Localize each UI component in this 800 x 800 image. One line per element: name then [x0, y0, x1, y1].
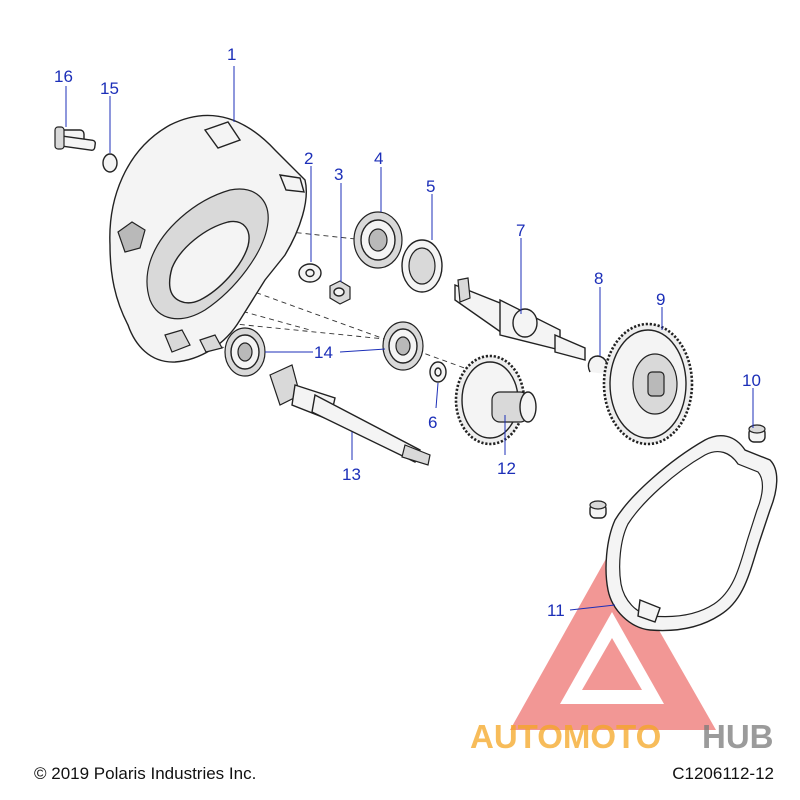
- callout-8: 8: [594, 269, 603, 288]
- leader-lines: [65, 66, 754, 611]
- callout-14: 14: [314, 343, 333, 362]
- callout-7: 7: [516, 221, 525, 240]
- callout-9: 9: [656, 290, 665, 309]
- watermark-text-hub: HUB: [702, 718, 774, 755]
- watermark-triangle-core: [582, 638, 642, 690]
- callout-16: 16: [54, 67, 73, 86]
- callout-10: 10: [742, 371, 761, 390]
- thrust-washer-part: [429, 361, 447, 383]
- callout-4: 4: [374, 149, 383, 168]
- nut-part: [329, 280, 351, 305]
- callout-6: 6: [428, 413, 437, 432]
- callout-5: 5: [426, 177, 435, 196]
- bolt-part: [54, 126, 96, 151]
- copyright-text: © 2019 Polaris Industries Inc.: [34, 764, 257, 783]
- input-shaft-part: [454, 277, 586, 361]
- dowel-lower-part: [589, 500, 607, 519]
- housing-part: [109, 114, 307, 363]
- output-shaft-part: [269, 364, 431, 466]
- watermark-logo: [510, 548, 716, 730]
- callout-13: 13: [342, 465, 361, 484]
- callout-2: 2: [304, 149, 313, 168]
- large-gear-part: [602, 322, 694, 446]
- o-ring-part: [102, 153, 118, 173]
- callout-3: 3: [334, 165, 343, 184]
- gasket-part: [605, 434, 778, 632]
- callout-12: 12: [497, 459, 516, 478]
- watermark-text: AUTOMOTO HUB: [470, 718, 774, 755]
- dowel-upper-part: [748, 424, 766, 443]
- callout-11: 11: [547, 601, 565, 620]
- watermark-text-automoto: AUTOMOTO: [470, 718, 661, 755]
- seal-part: [401, 239, 443, 293]
- callout-labels: 1 2 3 4 5 6 7 8 9 10 11 12 13 14 15 16: [54, 45, 761, 620]
- bearing-upper-part: [353, 211, 403, 269]
- cluster-gear-part: [454, 354, 537, 446]
- bearing-lower-left-part: [224, 327, 266, 377]
- drawing-id-text: C1206112-12: [672, 764, 774, 783]
- washer-part: [298, 263, 322, 283]
- callout-15: 15: [100, 79, 119, 98]
- callout-1: 1: [227, 45, 236, 64]
- bearing-lower-right-part: [382, 321, 424, 371]
